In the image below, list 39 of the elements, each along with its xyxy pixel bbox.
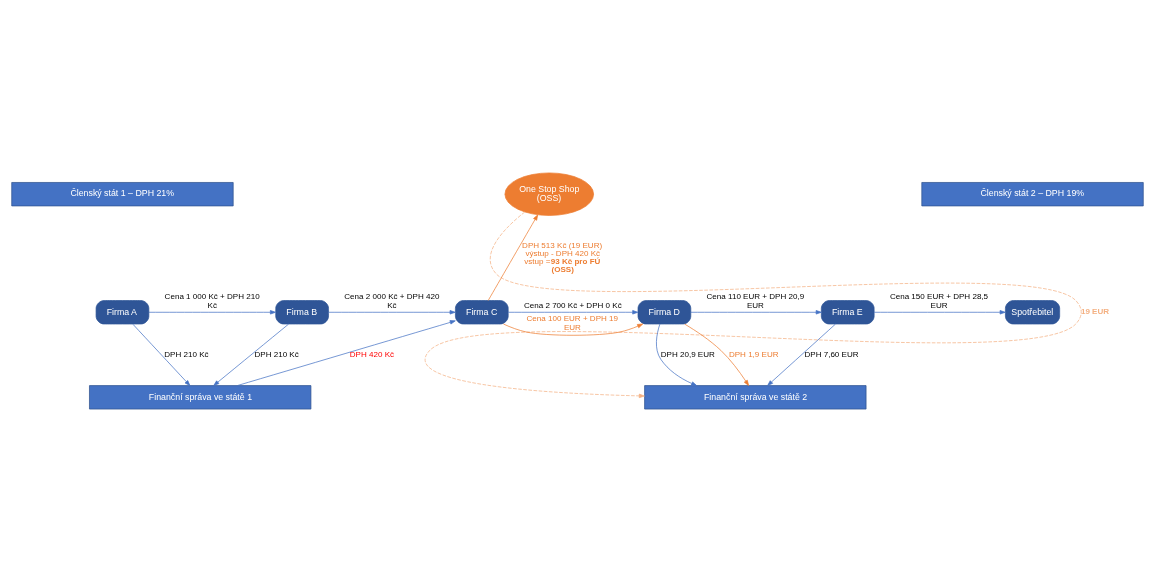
edge-label: DPH 20,9 EUR <box>660 349 715 359</box>
edge-label: Cena 2 700 Kč + DPH 0 Kč <box>523 300 622 310</box>
edge-label: DPH 210 Kč <box>254 349 299 359</box>
edge-label: Cena 100 EUR + DPH 19 EUR <box>526 313 619 332</box>
arrow <box>148 310 276 315</box>
edge-label: DPH 210 Kč <box>164 349 209 359</box>
node-box: Finanční správa ve státě 1 <box>89 385 312 410</box>
node-box: Firma A <box>95 300 150 325</box>
arrow <box>487 214 539 301</box>
node-ellipse: One Stop Shop (OSS) <box>504 172 594 216</box>
edge-label: Cena 110 EUR + DPH 20,9 EUR <box>706 291 805 310</box>
node-box: Členský stát 1 – DPH 21% <box>11 182 234 207</box>
arrow <box>424 211 1082 399</box>
arrow <box>328 310 456 315</box>
arrow <box>873 310 1006 315</box>
node-box: Firma B <box>275 300 329 325</box>
node-box: Firma E <box>820 300 875 325</box>
arrow <box>508 310 639 315</box>
edge-label: Cena 1 000 Kč + DPH 210 Kč <box>164 291 260 310</box>
arrow <box>503 323 644 336</box>
node-box: Členský stát 2 – DPH 19% <box>921 182 1144 207</box>
edge-label: Cena 150 EUR + DPH 28,5 EUR <box>889 291 989 310</box>
arrow <box>213 323 289 386</box>
arrow <box>237 320 456 386</box>
node-box: Finanční správa ve státě 2 <box>644 385 867 410</box>
edge-label: DPH 420 Kč <box>349 349 395 359</box>
arrow <box>684 323 749 386</box>
arrow <box>690 310 822 315</box>
edge-label: DPH 1,9 EUR <box>728 349 779 359</box>
arrow <box>767 323 836 386</box>
arrow <box>132 323 191 386</box>
node-box: Spotřebitel <box>1005 300 1061 325</box>
arrow <box>656 323 697 386</box>
edge-label: DPH 7,60 EUR <box>804 349 859 359</box>
node-box: Firma C <box>455 300 509 325</box>
edge-label: DPH 513 Kč (19 EUR) výstup - DPH 420 Kč vstup =93 Kč pro FÚ (OSS) <box>522 240 603 274</box>
edge-label: Cena 2 000 Kč + DPH 420 Kč <box>344 291 440 310</box>
edge-label: 19 EUR <box>1080 306 1110 316</box>
node-box: Firma D <box>637 300 692 325</box>
